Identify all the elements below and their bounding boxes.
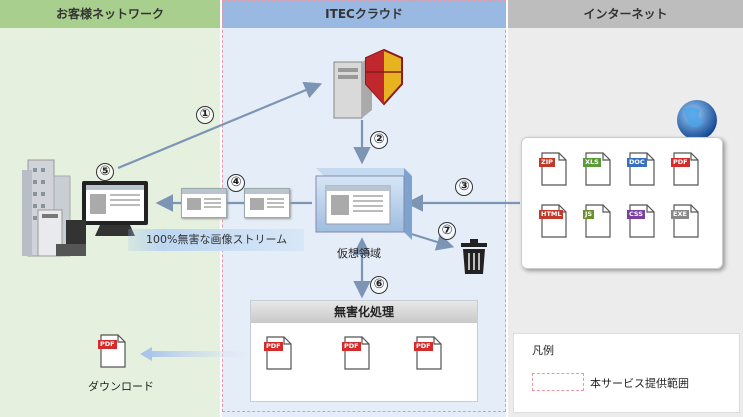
file-icon-xls-tag: XLS <box>583 158 601 167</box>
step-1: ① <box>196 106 214 124</box>
legend: 凡例 本サービス提供範囲 <box>513 333 740 413</box>
file-icon-pdf: PDF <box>671 152 699 186</box>
cloud-server <box>333 48 403 119</box>
harmless-processing-title: 無害化処理 <box>251 301 477 323</box>
customer-network-header: お客様ネットワーク <box>0 0 220 28</box>
file-icon-css-tag: CSS <box>627 210 645 219</box>
step-4: ④ <box>227 174 245 192</box>
pdf-clean-icon: PDF <box>264 336 292 370</box>
step-5: ⑤ <box>96 163 114 181</box>
file-icon-doc-tag: DOC <box>627 158 647 167</box>
pdf-processing-icon-tag: PDF <box>342 342 361 351</box>
itec-cloud-header: ITECクラウド <box>222 0 506 28</box>
file-icon-exe: EXE <box>671 204 699 238</box>
legend-swatch <box>532 373 584 391</box>
file-icon-js: JS <box>583 204 611 238</box>
stream-frame-1 <box>181 188 227 218</box>
step-6: ⑥ <box>370 276 388 294</box>
file-icon-js-tag: JS <box>583 210 595 219</box>
legend-item-label: 本サービス提供範囲 <box>590 377 689 390</box>
virtual-area-box <box>315 168 412 240</box>
customer-pc-icon <box>56 181 148 256</box>
download-arrow-shaft <box>150 351 248 357</box>
file-icon-exe-tag: EXE <box>671 210 689 219</box>
download-arrow-head <box>140 347 152 361</box>
arrow-7 <box>404 230 455 251</box>
pdf-processing-icon: PDF <box>342 336 370 370</box>
trash-icon <box>461 239 487 274</box>
file-icon-zip-tag: ZIP <box>539 158 555 167</box>
step-2: ② <box>370 131 388 149</box>
arrow-1 <box>117 81 323 170</box>
step-7: ⑦ <box>438 222 456 240</box>
download-label: ダウンロード <box>88 380 154 393</box>
file-icon-css: CSS <box>627 204 655 238</box>
legend-title: 凡例 <box>532 344 554 357</box>
step-3: ③ <box>455 178 473 196</box>
file-icon-doc: DOC <box>627 152 655 186</box>
internet-header: インターネット <box>508 0 743 28</box>
pdf-download-icon: PDF <box>98 334 126 368</box>
stream-frame-2 <box>244 188 290 218</box>
pdf-infected-icon-tag: PDF <box>414 342 433 351</box>
file-icon-xls: XLS <box>583 152 611 186</box>
virtual-area-label: 仮想領域 <box>337 247 381 260</box>
office-buildings-icon <box>22 159 71 257</box>
file-icon-pdf-tag: PDF <box>671 158 690 167</box>
file-icon-html-tag: HTML <box>539 210 564 219</box>
globe-icon <box>677 100 717 140</box>
pdf-download-icon-tag: PDF <box>98 340 117 349</box>
pdf-infected-icon: PDF <box>414 336 442 370</box>
image-stream-label: 100%無害な画像ストリーム <box>128 229 304 251</box>
file-icon-html: HTML <box>539 204 567 238</box>
file-icon-zip: ZIP <box>539 152 567 186</box>
pdf-clean-icon-tag: PDF <box>264 342 283 351</box>
